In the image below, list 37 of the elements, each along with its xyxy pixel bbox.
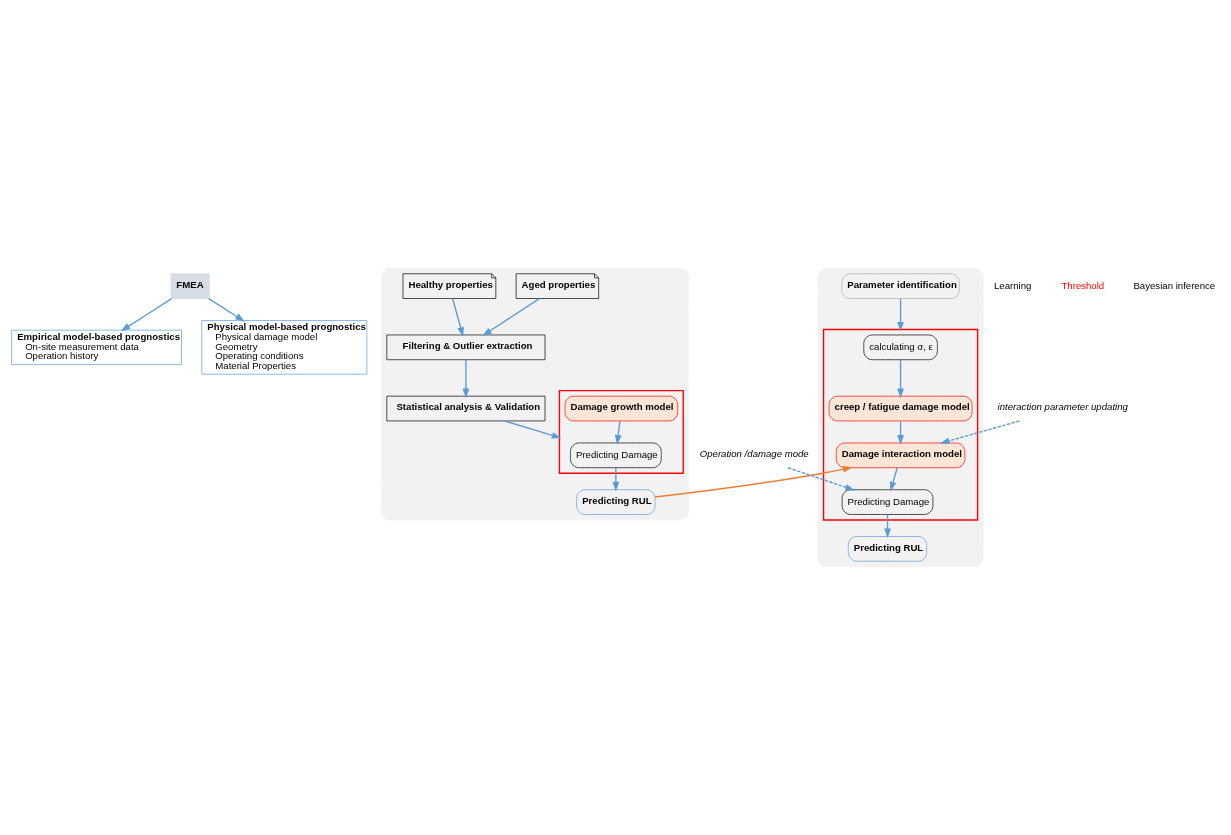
node-box: Parameter identification: [841, 273, 960, 299]
node-box: Physical model-based prognostics Physical damage model Geometry Operating conditions Material Properties: [201, 320, 368, 375]
arrow: [889, 467, 898, 492]
node-box: calculating σ, ε: [863, 334, 938, 361]
arrow: [654, 466, 853, 498]
node-box: Statistical analysis & Validation: [386, 395, 546, 422]
node-box: Predicting RUL: [847, 536, 928, 562]
arrow: [120, 297, 173, 332]
node-box: Predicting Damage: [570, 442, 662, 469]
arrow: [462, 359, 470, 399]
arrow: [504, 420, 562, 439]
node-box: FMEA: [170, 273, 210, 299]
arrow: [451, 297, 464, 337]
node-box: Predicting RUL: [576, 489, 656, 515]
label: Threshold: [1061, 279, 1105, 291]
node-box: Predicting Damage: [841, 489, 934, 515]
arrow: [208, 297, 245, 322]
node-box: Empirical model-based prognostics On-site measurement data Operation history: [11, 329, 182, 365]
cluster: [380, 267, 690, 521]
node-text: Operation /damage mode: [699, 448, 809, 460]
node-box: Damage interaction model: [835, 442, 966, 469]
arrow: [482, 297, 540, 336]
node-text: interaction parameter updating: [997, 401, 1128, 413]
cluster: [817, 267, 984, 568]
label: Learning: [993, 279, 1032, 291]
cluster: [558, 390, 684, 474]
arrow: [612, 467, 620, 492]
arrow: [897, 297, 904, 332]
arrow: [939, 420, 1021, 445]
node-box: Damage growth model: [564, 395, 679, 422]
label: Bayesian inference: [1133, 279, 1216, 291]
node-box: Filtering & Outlier extraction: [386, 334, 546, 361]
cluster: [822, 328, 979, 521]
arrow: [614, 420, 622, 445]
arrow: [897, 359, 904, 399]
node-box: creep / fatigue damage model: [828, 395, 973, 422]
arrow: [787, 467, 855, 491]
